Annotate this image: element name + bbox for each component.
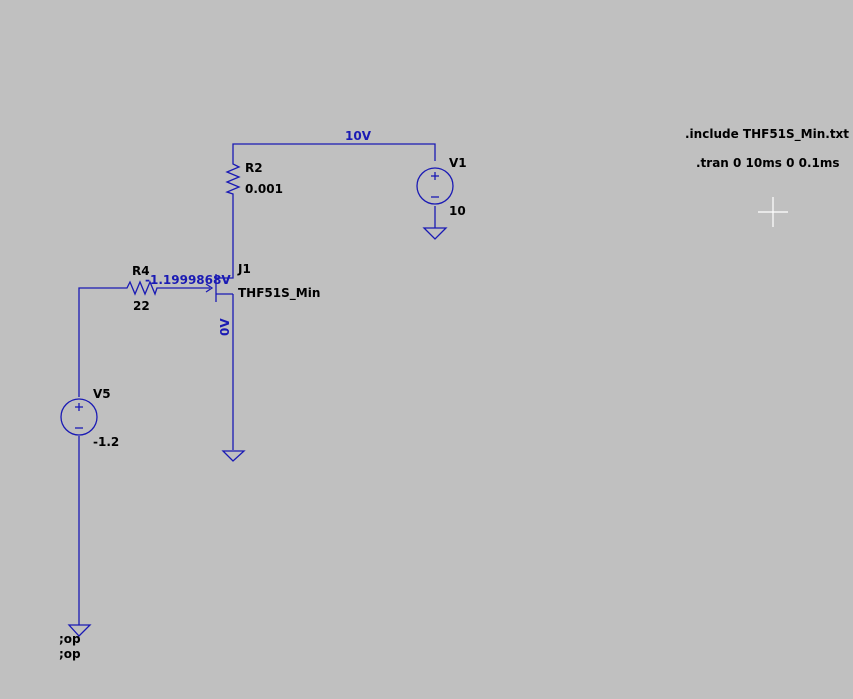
ground-icon[interactable] [422, 227, 448, 240]
v5-value-label: -1.2 [93, 435, 119, 449]
voltage-source-v1[interactable] [416, 167, 454, 205]
j1-model-label: THF51S_Min [238, 286, 320, 301]
ground-icon[interactable] [67, 624, 92, 637]
j1-name-label: J1 [237, 262, 251, 276]
resistor-r4[interactable] [121, 280, 159, 296]
node-voltage-gate: -1.1999868V [145, 273, 231, 287]
voltage-source-icon [60, 398, 98, 436]
ground-icon[interactable] [221, 450, 246, 462]
wires [78, 143, 436, 625]
include-directive[interactable]: .include THF51S_Min.txt [685, 127, 849, 142]
v1-value-label: 10 [449, 204, 466, 218]
resistor-icon [121, 280, 159, 296]
resistor-r2[interactable] [225, 158, 241, 197]
v1-name-label: V1 [449, 156, 467, 170]
r4-name-label: R4 [132, 264, 150, 278]
wire-top-net[interactable] [232, 143, 436, 161]
r4-value-label: 22 [133, 299, 150, 313]
tran-directive[interactable]: .tran 0 10ms 0 0.1ms [696, 156, 840, 170]
r2-value-label: 0.001 [245, 182, 283, 196]
jfet-j1[interactable] [205, 262, 234, 302]
voltage-source-icon [416, 167, 454, 205]
wire-gate-net[interactable] [78, 287, 121, 397]
node-voltage-source: 0V [218, 318, 232, 336]
crosshair-cursor-icon [758, 197, 788, 227]
r2-name-label: R2 [245, 161, 263, 175]
resistor-icon [225, 158, 241, 197]
op-comment-1[interactable]: ;op [59, 632, 81, 646]
op-comment-2[interactable]: ;op [59, 647, 81, 661]
voltage-source-v5[interactable] [60, 398, 98, 436]
node-voltage-top: 10V [345, 129, 372, 143]
n-channel-jfet-icon [205, 262, 234, 302]
v5-name-label: V5 [93, 387, 111, 401]
